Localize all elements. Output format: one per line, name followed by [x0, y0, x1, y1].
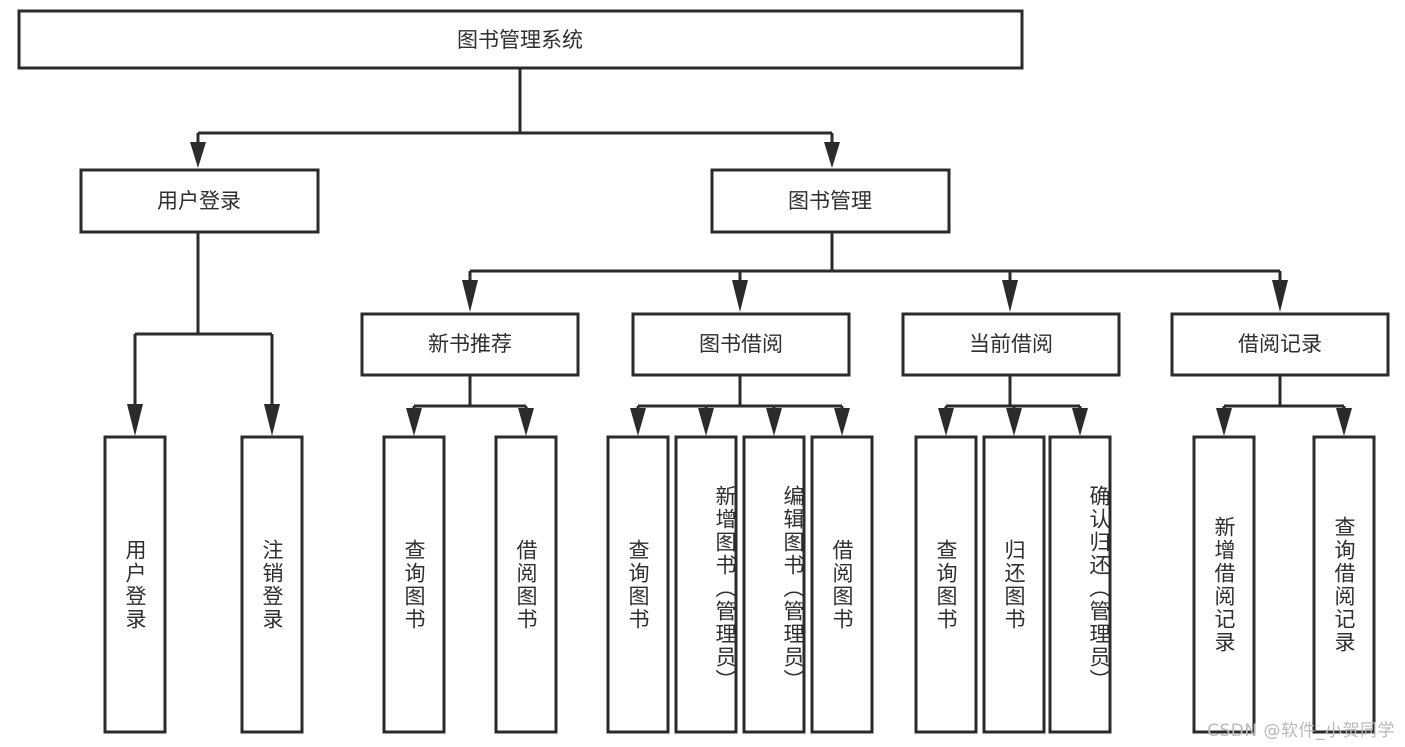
arrow-head-leaf-query-book-3 [938, 408, 954, 436]
arrow-head-leaf-add-record [1216, 408, 1232, 436]
node-leaf-query-record[interactable] [1312, 435, 1376, 734]
node-leaf-query-book-1[interactable] [382, 435, 446, 734]
node-leaf-confirm-return[interactable] [1048, 435, 1112, 734]
node-leaf-borrow-book-2[interactable] [810, 435, 874, 734]
arrow-head-leaf-return-book [1006, 408, 1022, 436]
node-leaf-query-book-2[interactable] [606, 435, 670, 734]
arrow-head-leaf-user-logout [264, 404, 280, 436]
node-leaf-query-book-3[interactable] [914, 435, 978, 734]
arrow-head-leaf-query-book-2 [630, 408, 646, 436]
connector-layer [127, 68, 1352, 436]
arrow-head-book-manage [824, 142, 840, 168]
arrow-head-leaf-query-book-1 [406, 408, 422, 436]
node-borrow-record[interactable] [1170, 312, 1390, 377]
node-root[interactable] [17, 9, 1024, 70]
csdn-watermark: CSDN @软件_小贺同学 [1207, 721, 1395, 741]
node-leaf-user-logout[interactable] [240, 435, 304, 734]
arrow-head-leaf-edit-book [766, 408, 782, 436]
node-leaf-borrow-book-1[interactable] [494, 435, 558, 734]
arrow-head-leaf-confirm-return [1072, 408, 1088, 436]
arrow-head-leaf-user-login [127, 404, 143, 436]
arrow-head-user-login [190, 142, 206, 168]
arrow-head-borrow-record [1272, 280, 1288, 312]
node-borrow-record-label: 借阅记录 [1238, 332, 1322, 356]
node-new-book-rec-label: 新书推荐 [428, 332, 512, 356]
arrow-head-leaf-add-book [698, 408, 714, 436]
node-book-manage[interactable] [710, 168, 951, 234]
node-book-manage-label: 图书管理 [788, 189, 872, 213]
node-leaf-return-book[interactable] [982, 435, 1046, 734]
arrow-head-book-borrow [732, 280, 748, 312]
node-current-borrow-label: 当前借阅 [969, 332, 1053, 356]
arrow-head-leaf-query-record [1336, 408, 1352, 436]
node-leaf-add-book[interactable] [674, 435, 738, 734]
node-book-borrow-label: 图书借阅 [699, 332, 783, 356]
arrow-head-leaf-borrow-book-2 [834, 408, 850, 436]
node-leaf-user-login[interactable] [103, 435, 167, 734]
arrow-head-current-borrow [1002, 280, 1018, 312]
arrow-head-new-book-rec [462, 280, 478, 312]
node-book-borrow[interactable] [631, 312, 851, 377]
arrow-head-leaf-borrow-book-1 [518, 408, 534, 436]
node-current-borrow[interactable] [901, 312, 1121, 377]
node-user-login-label: 用户登录 [157, 189, 241, 213]
node-user-login[interactable] [79, 168, 320, 234]
node-leaf-add-record[interactable] [1192, 435, 1256, 734]
node-new-book-rec[interactable] [360, 312, 580, 377]
node-leaf-edit-book[interactable] [742, 435, 806, 734]
node-layer: 图书管理系统 用户登录 图书管理 新书推荐 图书借阅 当前借阅 借阅记录 [17, 9, 1390, 734]
node-root-label: 图书管理系统 [457, 28, 583, 52]
